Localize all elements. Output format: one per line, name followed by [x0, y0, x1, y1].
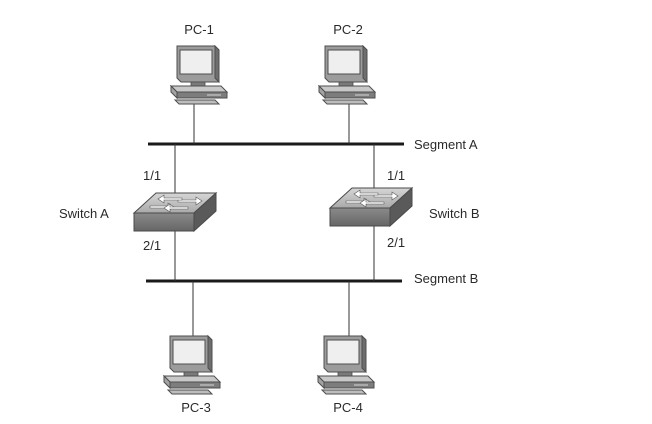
pc-1-icon	[170, 45, 228, 105]
switch-b-port-bottom-label: 2/1	[387, 235, 405, 250]
switch-b-icon	[329, 187, 413, 227]
switch-a-icon	[133, 192, 217, 232]
switch-b-label: Switch B	[429, 206, 480, 221]
pc-2-label: PC-2	[333, 22, 363, 37]
switch-a-port-top-label: 1/1	[143, 168, 161, 183]
segment-a-label: Segment A	[414, 137, 478, 152]
pc-3-label: PC-3	[181, 400, 211, 415]
pc-4-icon	[317, 335, 375, 395]
pc-1-label: PC-1	[184, 22, 214, 37]
pc-4-label: PC-4	[333, 400, 363, 415]
pc-2-icon	[318, 45, 376, 105]
pc-3-icon	[163, 335, 221, 395]
segment-b-label: Segment B	[414, 271, 478, 286]
switch-a-port-bottom-label: 2/1	[143, 238, 161, 253]
switch-b-port-top-label: 1/1	[387, 168, 405, 183]
switch-a-label: Switch A	[59, 206, 109, 221]
